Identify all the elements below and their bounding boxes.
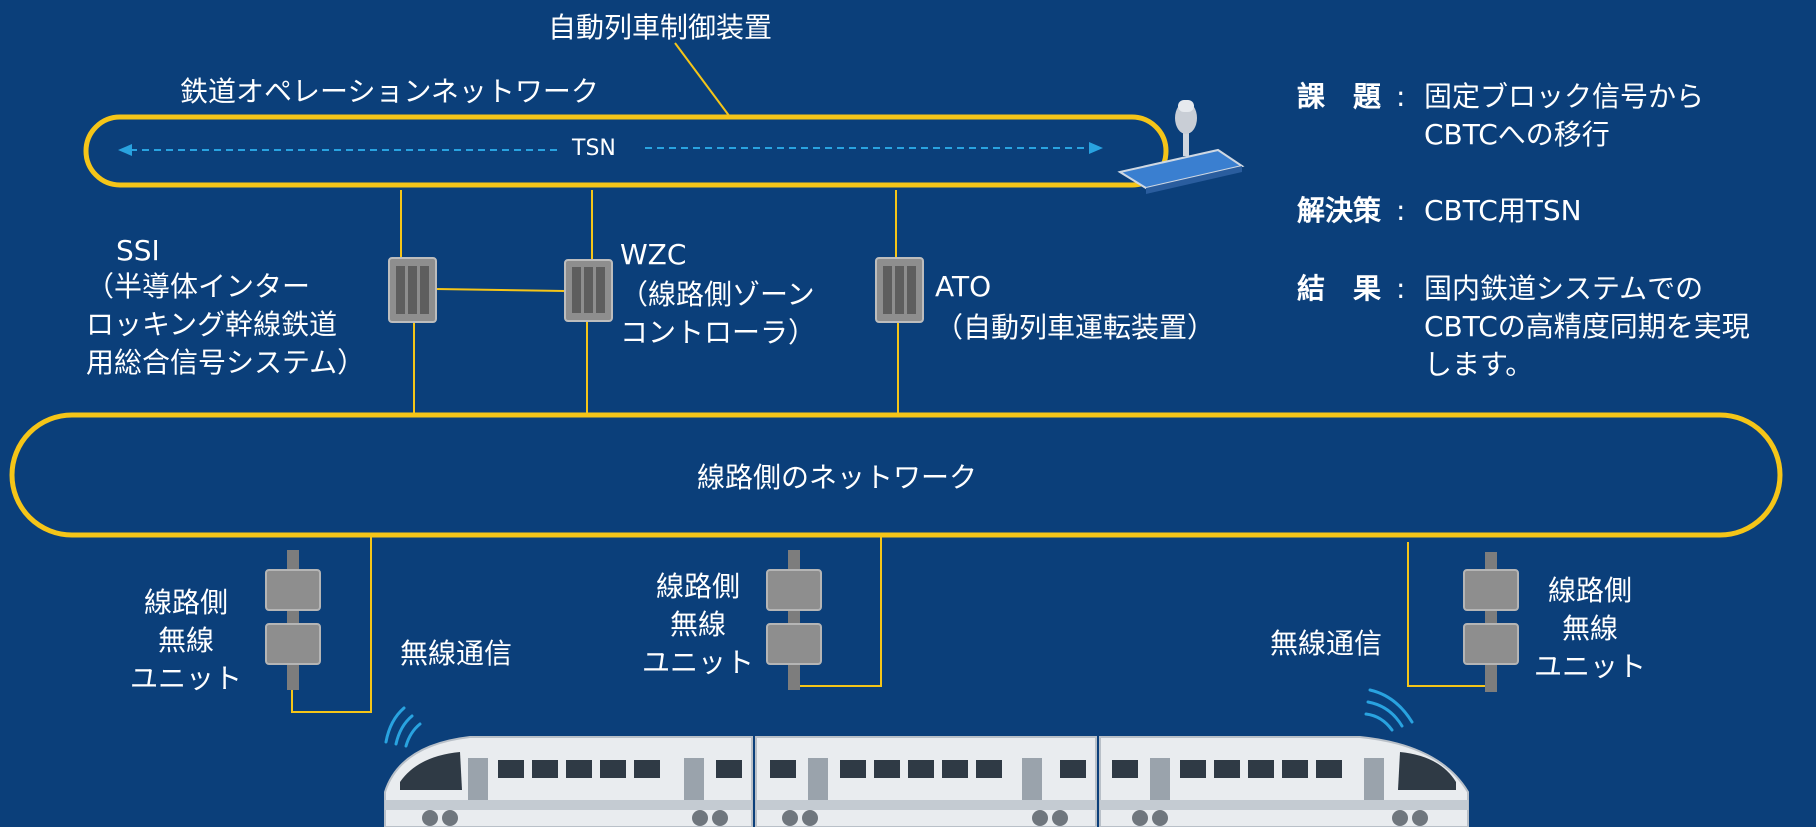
wzc-device-icon <box>564 259 613 322</box>
ato-label: ATO <box>935 270 992 303</box>
ops-network-ring <box>83 114 1169 188</box>
train-icon <box>384 736 1469 827</box>
radio-unit-icon <box>265 550 321 690</box>
tsn-label: TSN <box>572 136 616 161</box>
device-connectors <box>400 190 899 413</box>
title-pointer-line <box>674 42 731 118</box>
wireless-wave-icon <box>384 706 422 748</box>
wzc-description: （線路側ゾーン コントローラ） <box>620 278 817 349</box>
radio-unit-label: 線路側 無線 ユニット <box>129 586 242 695</box>
ssi-label: SSI <box>116 234 160 267</box>
info-label: 解決策 <box>1297 194 1382 227</box>
info-value: 固定ブロック信号から CBTCへの移行 <box>1424 80 1705 151</box>
tsn-switch-icon <box>1117 100 1245 194</box>
ssi-description: （半導体インター ロッキング幹線鉄道 用総合信号システム） <box>86 270 366 379</box>
ops-network-label: 鉄道オペレーションネットワーク <box>180 75 599 108</box>
wireless-label: 無線通信 <box>400 637 513 670</box>
trackside-network-ring <box>9 412 1783 538</box>
info-label: 課 題 <box>1297 80 1382 113</box>
info-colon: : <box>1396 272 1406 305</box>
info-colon: : <box>1396 194 1406 227</box>
radio-unit-icon <box>1463 552 1519 692</box>
radio-unit-label: 線路側 無線 ユニット <box>641 570 754 679</box>
info-value: CBTC用TSN <box>1424 194 1582 227</box>
tsn-arrows <box>118 142 1103 156</box>
info-colon: : <box>1396 80 1406 113</box>
trackside-network-label: 線路側のネットワーク <box>697 461 978 494</box>
info-value: 国内鉄道システムでの CBTCの高精度同期を実現 します。 <box>1424 272 1750 381</box>
diagram-title: 自動列車制御装置 <box>548 11 773 44</box>
radio-unit-label: 線路側 無線 ユニット <box>1533 574 1646 683</box>
ato-device-icon <box>875 257 924 323</box>
ssi-device-icon <box>388 257 437 323</box>
info-label: 結 果 <box>1297 272 1382 305</box>
radio-connectors <box>291 537 1488 713</box>
radio-unit-icon <box>766 550 822 690</box>
wzc-label: WZC <box>620 238 687 271</box>
wireless-wave-icon <box>1364 688 1414 732</box>
wireless-label: 無線通信 <box>1270 627 1383 660</box>
ato-description: （自動列車運転装置） <box>935 311 1216 344</box>
